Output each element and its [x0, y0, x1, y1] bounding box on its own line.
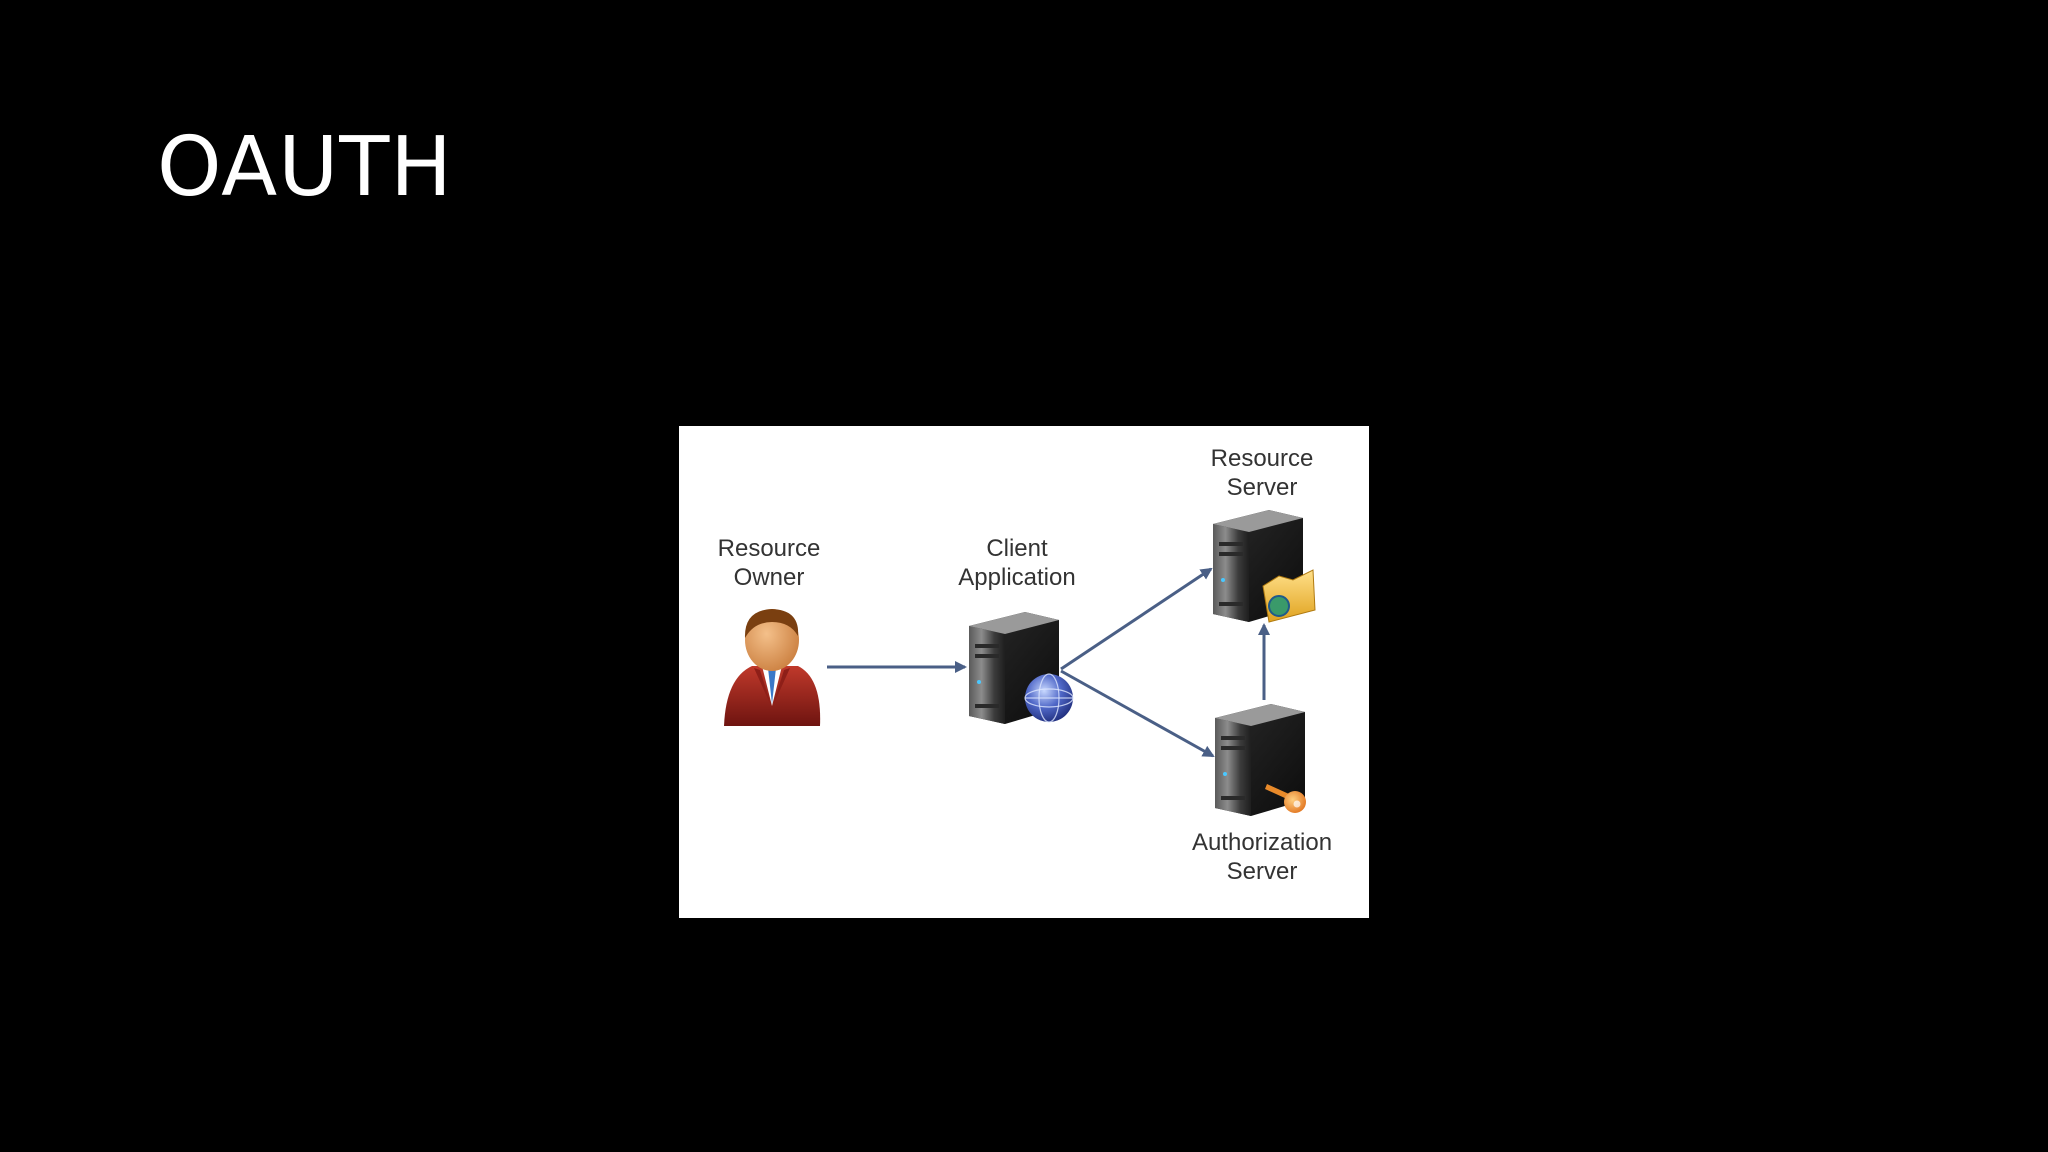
slide-title: OAUTH	[157, 120, 453, 215]
user-icon	[724, 609, 821, 726]
resource-server-label-line2: Server	[1226, 474, 1298, 501]
server-key-icon	[1215, 704, 1306, 816]
authorization-server-label-line1: Authorization	[1191, 829, 1333, 856]
resource-owner-label-line1: Resource	[717, 535, 821, 562]
server-folder-icon	[1213, 510, 1316, 623]
resource-owner-label-line2: Owner	[733, 564, 805, 591]
server-globe-icon	[969, 612, 1074, 724]
client-application-label-line1: Client	[986, 535, 1048, 562]
client-application-label-line2: Application	[958, 564, 1076, 591]
resource-server-label-line1: Resource	[1210, 445, 1314, 472]
diagram-canvas	[724, 510, 1316, 816]
authorization-server-label: Authorization Server	[1172, 828, 1352, 886]
resource-server-label: Resource Server	[1172, 444, 1352, 502]
authorization-server-label-line2: Server	[1226, 858, 1298, 885]
oauth-diagram: Resource Owner Client Application Resour…	[679, 426, 1369, 918]
client-application-label: Client Application	[927, 534, 1107, 592]
arrow-client-to-resource-server	[1060, 567, 1213, 671]
arrow-client-to-authorization-server	[1060, 669, 1215, 758]
resource-owner-label: Resource Owner	[679, 534, 859, 592]
